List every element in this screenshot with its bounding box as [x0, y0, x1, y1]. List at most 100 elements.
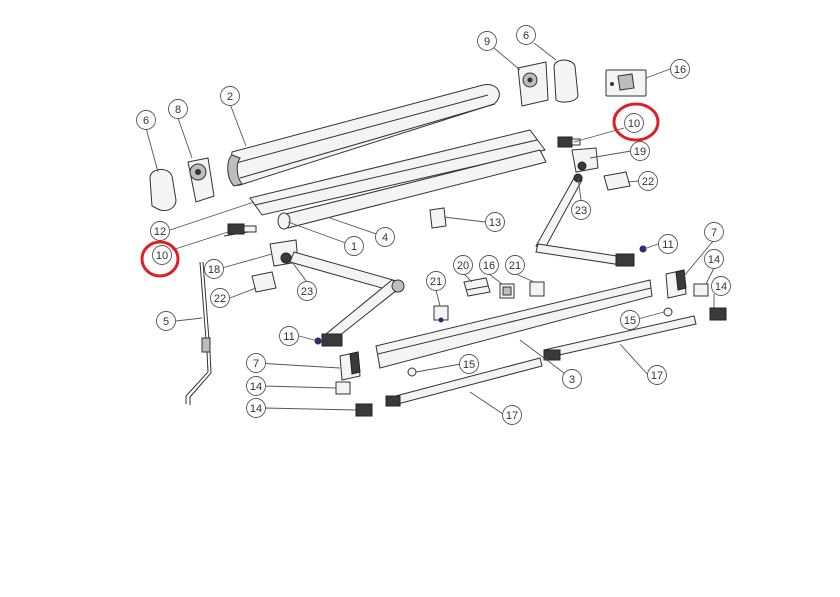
callout-21a: 21 — [426, 271, 446, 291]
callout-21b-label: 21 — [509, 260, 521, 272]
leader-7a — [255, 362, 341, 369]
cover-left — [251, 271, 277, 293]
screw-left — [407, 367, 417, 377]
callout-18-label: 18 — [208, 264, 220, 276]
callout-10a: 10 — [152, 245, 172, 265]
front-bar — [375, 279, 653, 369]
callout-12-label: 12 — [154, 226, 166, 238]
leader-16a — [645, 68, 671, 79]
callout-6b-label: 6 — [523, 30, 529, 42]
leader-12 — [169, 201, 255, 231]
leader-20 — [463, 273, 473, 283]
callout-11b: 11 — [658, 234, 678, 254]
hinge-right — [571, 147, 599, 173]
callout-14a-label: 14 — [250, 381, 262, 393]
callout-10b: 10 — [624, 113, 644, 133]
callout-22a-label: 22 — [214, 293, 226, 305]
end-cap-left — [149, 169, 177, 211]
callout-8: 8 — [168, 99, 188, 119]
leader-17b — [619, 343, 649, 376]
callout-16b-label: 16 — [483, 260, 495, 272]
cover-right — [603, 171, 631, 191]
clip-mid — [499, 283, 515, 299]
callout-2: 2 — [220, 86, 240, 106]
callout-19: 19 — [630, 141, 650, 161]
leader-18 — [221, 253, 273, 269]
callout-11a-label: 11 — [283, 331, 294, 343]
leader-22b — [627, 180, 639, 183]
cassette-housing — [227, 84, 500, 187]
callout-17b: 17 — [647, 365, 667, 385]
clip-21-b — [529, 281, 545, 297]
callout-10a-label: 10 — [156, 250, 168, 262]
callout-22b: 22 — [638, 171, 658, 191]
callout-13-label: 13 — [489, 217, 501, 229]
tension-bar-right — [543, 315, 697, 361]
callout-14c-label: 14 — [708, 254, 720, 266]
leader-1 — [287, 221, 355, 247]
foot-3 — [693, 283, 709, 297]
callout-15b: 15 — [620, 310, 640, 330]
callout-6a-label: 6 — [143, 115, 149, 127]
callout-19-label: 19 — [634, 146, 646, 158]
leader-21b — [515, 273, 535, 283]
callout-21a-label: 21 — [430, 276, 442, 288]
crank-handle — [185, 261, 212, 405]
leader-21a — [435, 289, 441, 307]
callout-11a: 11 — [279, 326, 299, 346]
leader-14b — [263, 407, 357, 411]
front-cap-left — [339, 351, 361, 381]
leader-2 — [229, 103, 247, 147]
clip-21-a — [433, 305, 449, 323]
arm-pin-right — [639, 245, 647, 253]
callout-23a: 23 — [297, 281, 317, 301]
callout-7b: 7 — [704, 222, 724, 242]
leader-7b — [683, 239, 715, 277]
callout-12: 12 — [150, 221, 170, 241]
callout-8-label: 8 — [175, 104, 181, 116]
callout-10b-label: 10 — [628, 118, 640, 130]
callout-6a: 6 — [136, 110, 156, 130]
callout-9: 9 — [477, 31, 497, 51]
leader-14a — [263, 385, 337, 389]
foot-4 — [709, 307, 727, 321]
callout-7b-label: 7 — [711, 227, 717, 239]
leader-6a — [145, 127, 159, 173]
callout-14a: 14 — [246, 376, 266, 396]
foot-2 — [355, 403, 373, 417]
clip-top — [605, 69, 647, 97]
leader-6b — [533, 42, 557, 61]
callout-17a-label: 17 — [506, 410, 518, 422]
callout-14b-label: 14 — [250, 403, 262, 415]
callout-23a-label: 23 — [301, 286, 313, 298]
callout-11b-label: 11 — [662, 239, 673, 251]
leader-8 — [177, 117, 193, 159]
bearing-block — [517, 61, 549, 107]
leader-16b — [488, 273, 503, 285]
tension-bar-left — [385, 357, 543, 407]
leader-23b — [577, 177, 582, 201]
callout-7a-label: 7 — [253, 358, 259, 370]
leader-15a — [415, 363, 462, 373]
leader-10a — [171, 231, 229, 251]
callout-15b-label: 15 — [624, 315, 636, 327]
callout-18: 18 — [204, 259, 224, 279]
callout-14d-label: 14 — [715, 281, 727, 293]
callout-13: 13 — [485, 212, 505, 232]
leader-17a — [469, 391, 504, 415]
callout-20-label: 20 — [457, 260, 469, 272]
callout-5: 5 — [156, 311, 176, 331]
callout-9-label: 9 — [484, 36, 490, 48]
arm-bracket-right — [557, 136, 581, 148]
callout-16a: 16 — [670, 59, 690, 79]
gearbox — [187, 157, 215, 203]
leader-19 — [589, 150, 632, 159]
arm-left — [289, 251, 405, 347]
roller-tube — [277, 149, 547, 230]
parts-layer — [149, 59, 727, 417]
callout-21b: 21 — [505, 255, 525, 275]
callout-4: 4 — [375, 227, 395, 247]
leader-9 — [493, 47, 521, 71]
callout-6b: 6 — [516, 25, 536, 45]
